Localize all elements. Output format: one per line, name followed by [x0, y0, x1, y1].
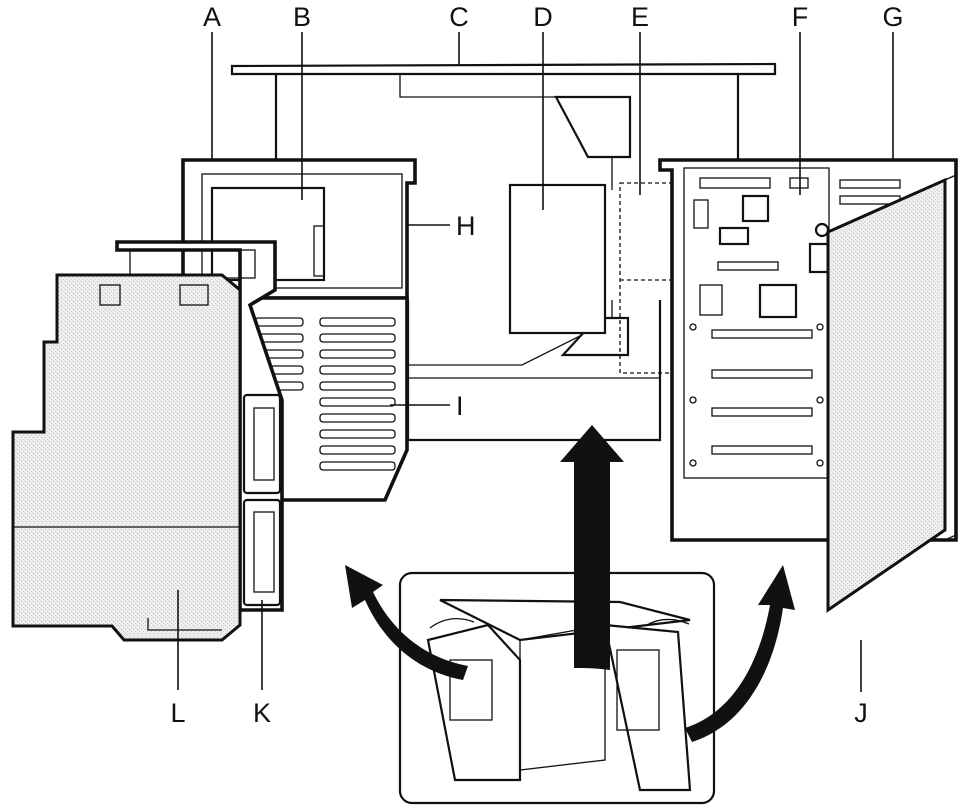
side-panel: [826, 177, 947, 613]
callout-d: D: [533, 2, 553, 32]
callout-c: C: [449, 2, 469, 32]
callout-h: H: [456, 211, 476, 241]
callout-k: K: [253, 698, 271, 728]
direction-arrows: [345, 425, 795, 742]
callout-e: E: [631, 2, 649, 32]
callout-f: F: [792, 2, 809, 32]
callout-b: B: [293, 2, 311, 32]
callout-g: G: [882, 2, 903, 32]
expansion-slot: [711, 369, 813, 379]
inset-illustration: [398, 571, 716, 805]
callout-labels: A B C D E F G H I J K L: [170, 2, 903, 728]
callout-l: L: [170, 698, 185, 728]
expansion-slot: [711, 445, 813, 455]
expansion-slot: [711, 407, 813, 417]
front-door-panel: [11, 273, 242, 642]
drive-cage: [508, 183, 607, 335]
front-bezel: [181, 158, 417, 502]
bay-door-upper: [242, 393, 282, 495]
callout-a: A: [203, 2, 221, 32]
chassis-body: [230, 62, 777, 442]
callout-j: J: [854, 698, 868, 728]
expansion-slot: [711, 329, 813, 339]
callout-i: I: [456, 391, 464, 421]
leader-lines: [177, 32, 894, 692]
vent-grille: [254, 317, 396, 471]
